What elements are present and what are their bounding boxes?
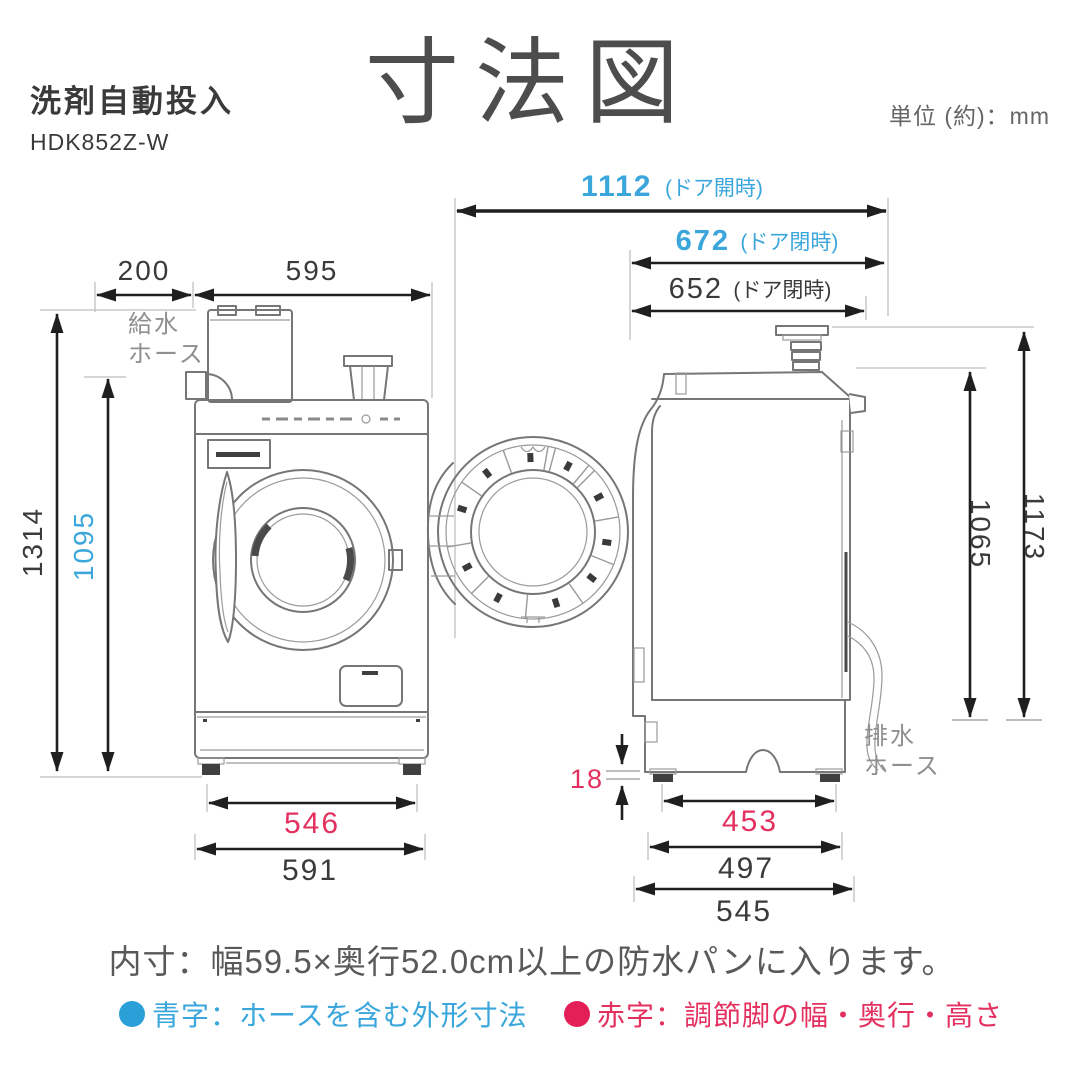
dim-672-label: 672 (ドア閉時): [676, 225, 839, 257]
plinth-corner-mark: [203, 719, 207, 722]
door-bottom-detail: [521, 616, 545, 623]
door-handle-inner: [218, 481, 229, 633]
front-bottom-dimensions: 546 591: [194, 784, 426, 887]
dim-1065-label: 1065: [965, 499, 996, 569]
inner-size-note: 内寸：幅59.5×奥行52.0cm以上の防水パンに入ります。: [108, 943, 955, 980]
dim-200-label: 200: [118, 255, 171, 286]
water-hose-label-line1: 給水: [128, 311, 180, 338]
front-bracket: [633, 647, 645, 683]
front-top-dimensions: 200 595 給水 ホース: [94, 255, 433, 398]
water-hose-label-line2: ホース: [128, 341, 205, 368]
top-slot: [675, 372, 687, 395]
legend-red-text: 赤字：調節脚の幅・奥行・高さ: [597, 1000, 1003, 1031]
skirt-step: [644, 721, 658, 743]
door-handle: [214, 471, 237, 643]
open-door-drawing: [426, 436, 629, 628]
door-mid-ring: [220, 477, 386, 643]
dim-546-label: 546: [284, 807, 340, 840]
drum-shade: [251, 523, 272, 557]
dim-652-value: 652: [669, 273, 723, 305]
side-bottom-dimensions: 453 497 545: [633, 784, 855, 928]
faucet-body: [349, 365, 389, 401]
model-number: HDK852Z-W: [30, 129, 169, 155]
drain-hose-label-line1: 排水: [864, 723, 916, 750]
machine-body: [194, 399, 429, 759]
door-hinge-bulge: [426, 462, 456, 605]
dim-1173-label: 1173: [1019, 493, 1050, 561]
power-button-mark: [361, 414, 371, 424]
hose-elbow: [185, 371, 207, 400]
dim-1112-note: (ドア開時): [665, 177, 763, 200]
faucet-cap: [775, 325, 829, 336]
header: 洗剤自動投入 HDK852Z-W 寸法図 単位 (約)：mm: [30, 30, 1050, 155]
drain-hose: [847, 635, 879, 771]
faucet-segment: [790, 341, 822, 351]
detergent-tank: [207, 309, 293, 403]
rear-hinge-bump: [848, 393, 866, 414]
blue-legend-dot: [119, 1001, 145, 1027]
open-door-outer: [437, 436, 629, 628]
faucet-cap-inner: [782, 334, 822, 341]
foot: [820, 774, 840, 782]
red-legend-dot: [564, 1001, 590, 1027]
open-door-mid: [445, 444, 621, 620]
top-dimensions: 1112 (ドア開時) 672 (ドア閉時) 652 (ドア閉時): [454, 170, 889, 638]
display-slot: [207, 439, 271, 469]
front-inner-seam: [651, 405, 661, 701]
plinth-corner-mark: [416, 719, 420, 722]
filter-door-mark: [362, 671, 378, 675]
front-view-drawing: [185, 305, 429, 775]
door-ring-ticks: [447, 446, 619, 619]
door-latch: [388, 549, 403, 571]
filter-door: [339, 665, 403, 707]
page-title: 寸法図: [365, 30, 695, 135]
right-vertical-dimensions: 1173 1065 排水 ホース: [832, 326, 1050, 780]
open-door-glass-inner: [478, 477, 588, 587]
footer-notes: 内寸：幅59.5×奥行52.0cm以上の防水パンに入ります。 青字：ホースを含む…: [108, 943, 1003, 1031]
faucet-segment: [791, 351, 821, 361]
hose-elbow-curve: [205, 373, 233, 401]
dim-1112-label: 1112 (ドア開時): [581, 170, 763, 203]
drum-inner: [256, 513, 350, 607]
rear-bracket: [840, 430, 854, 453]
door-ring-bolts: [456, 452, 612, 609]
side-view-drawing: [632, 325, 887, 782]
drum-shade: [342, 547, 354, 582]
dim-545-label: 545: [716, 895, 772, 928]
drum-opening: [250, 507, 356, 613]
faucet-segment: [792, 361, 820, 371]
door-top-detail: [520, 445, 546, 453]
left-vertical-dimensions: 1314 1095: [17, 309, 202, 778]
display-bar: [216, 452, 260, 457]
dim-1314-label: 1314: [17, 507, 48, 577]
dim-591-label: 591: [282, 854, 338, 887]
skirt-outline: [632, 699, 846, 773]
drain-hose-label-line2: ホース: [864, 753, 941, 780]
foot: [202, 764, 220, 775]
dim-672-value: 672: [676, 225, 730, 257]
feet-height-dimension: 18: [570, 734, 640, 820]
product-feature-label: 洗剤自動投入: [30, 84, 234, 119]
foot: [403, 764, 421, 775]
dim-453-label: 453: [722, 805, 778, 838]
side-outline: [632, 371, 851, 701]
faucet-cap: [343, 355, 393, 367]
dim-672-note: (ドア閉時): [740, 231, 838, 254]
unit-note: 単位 (約)：mm: [889, 103, 1050, 129]
dim-595-label: 595: [286, 255, 339, 286]
door-outer-ring: [212, 469, 394, 651]
dim-18-label: 18: [570, 764, 604, 794]
dim-1095-label: 1095: [68, 511, 99, 581]
tank-tab: [217, 305, 237, 316]
legend-blue-text: 青字：ホースを含む外形寸法: [152, 1000, 528, 1031]
dim-497-label: 497: [718, 852, 774, 885]
drain-hose: [847, 621, 887, 773]
foot: [653, 774, 673, 782]
dim-652-label: 652 (ドア閉時): [669, 273, 832, 305]
open-door-glass-outer: [470, 469, 596, 595]
tank-tab: [255, 305, 281, 316]
dim-1112-value: 1112: [581, 170, 652, 203]
dim-652-note: (ドア閉時): [733, 279, 831, 302]
